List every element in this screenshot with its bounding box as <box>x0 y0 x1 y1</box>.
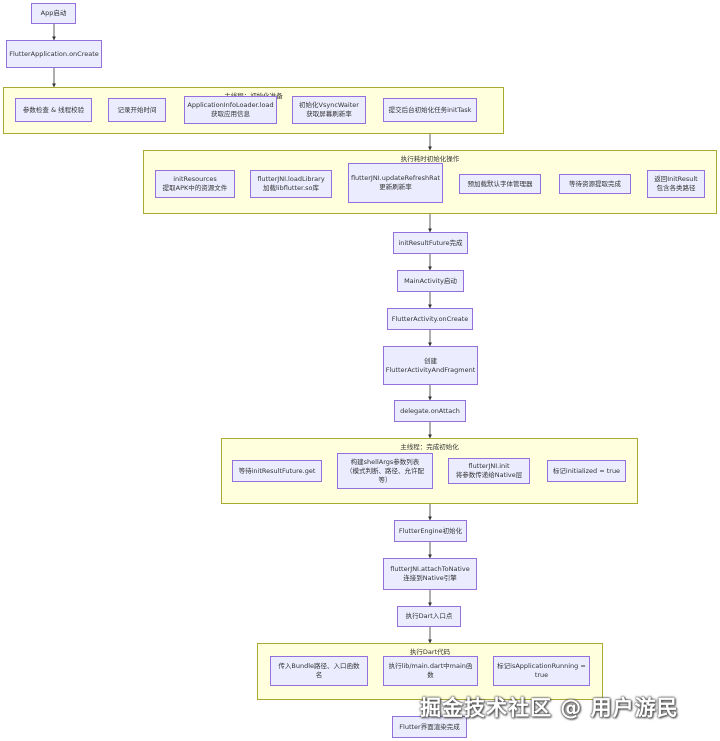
node-exec-main-dart: 执行lib/main.dart中main函 数 <box>383 656 478 686</box>
node-mark-app-running: 标记isApplicationRunning = true <box>493 656 590 686</box>
node-main-activity-start: MainActivity启动 <box>397 270 464 292</box>
node-submit-init-task: 提交后台初始化任务initTask <box>383 98 477 122</box>
node-engine-init: FlutterEngine初始化 <box>394 520 467 542</box>
node-mark-initialized: 标记initialized = true <box>547 460 626 482</box>
node-jni-init: flutterJNI.init 将参数传递给Native层 <box>448 458 530 484</box>
node-pass-bundle-path: 传入Bundle路径、入口函数 名 <box>270 656 368 686</box>
node-wait-resources: 等待资源提取完成 <box>559 174 631 194</box>
node-update-refresh-rate: flutterJNI.updateRefreshRat 更新刷新率 <box>348 163 443 203</box>
node-delegate-onattach: delegate.onAttach <box>394 400 466 422</box>
cluster-title: 执行耗时初始化操作 <box>400 155 460 163</box>
node-preload-font: 预加载默认字体管理器 <box>459 174 541 194</box>
node-param-check: 参数检查 & 线程校验 <box>15 98 92 122</box>
node-app-start: App启动 <box>31 3 76 24</box>
node-exec-dart-entry: 执行Dart入口点 <box>397 606 461 627</box>
node-init-resources: initResources 提取APK中的资源文件 <box>155 170 235 198</box>
node-ui-render-done: Flutter界面渲染完成 <box>392 716 467 738</box>
node-record-time: 记录开始时间 <box>108 98 166 122</box>
node-app-info-loader: ApplicationInfoLoader.load 获取应用信息 <box>184 96 277 124</box>
node-return-init-result: 返回InitResult 包含各类路径 <box>647 170 705 198</box>
node-create-activity-fragment: 创建 FlutterActivityAndFragment <box>383 346 478 385</box>
node-wait-future-get: 等待initResultFuture.get <box>232 460 322 482</box>
node-build-shell-args: 构建shellArgs参数列表 （模式判断、路径、允许配 等） <box>337 453 433 489</box>
cluster-title: 执行Dart代码 <box>409 648 451 656</box>
node-flutter-activity-oncreate: FlutterActivity.onCreate <box>387 308 473 330</box>
watermark: 掘金技术社区 @ 用户游民 <box>420 696 679 720</box>
node-init-result-future-done: initResultFuture完成 <box>393 232 468 254</box>
node-load-library: flutterJNI.loadLibrary 加载libflutter.so库 <box>250 170 332 198</box>
cluster-title: 主线程：完成初始化 <box>400 443 459 451</box>
node-flutter-app-oncreate: FlutterApplication.onCreate <box>6 40 102 68</box>
node-attach-to-native: flutterJNI.attachToNative 连接到Native引擎 <box>383 558 477 590</box>
node-vsync-waiter: 初始化VsyncWaiter 获取屏幕刷新率 <box>292 96 366 124</box>
